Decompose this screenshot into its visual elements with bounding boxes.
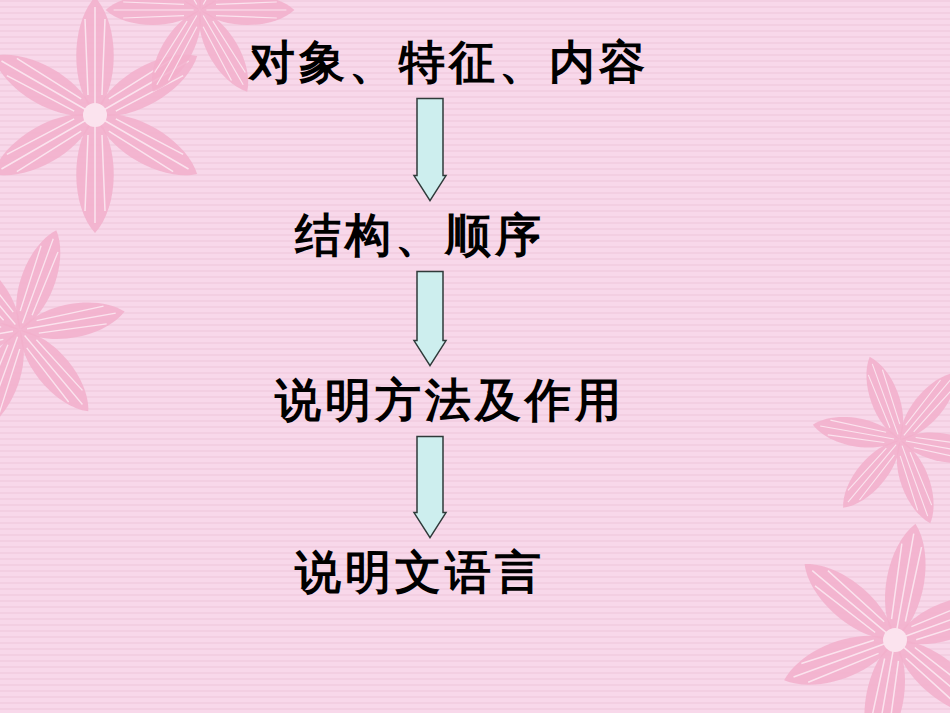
node-label: 结构、顺序 (295, 209, 545, 262)
text-node: 对象、特征、内容 (243, 34, 655, 91)
text-node: 结构、顺序 (289, 207, 551, 264)
text-node: 说明方法及作用 (269, 372, 631, 429)
block-arrow (414, 98, 446, 200)
node-label: 对象、特征、内容 (249, 36, 649, 89)
block-arrow (414, 436, 446, 537)
flower (778, 521, 950, 713)
block-arrow (414, 271, 446, 365)
flower (0, 224, 128, 435)
text-node: 说明文语言 (289, 544, 551, 601)
node-label: 说明方法及作用 (275, 374, 625, 427)
flower (810, 352, 950, 528)
node-label: 说明文语言 (295, 546, 545, 599)
